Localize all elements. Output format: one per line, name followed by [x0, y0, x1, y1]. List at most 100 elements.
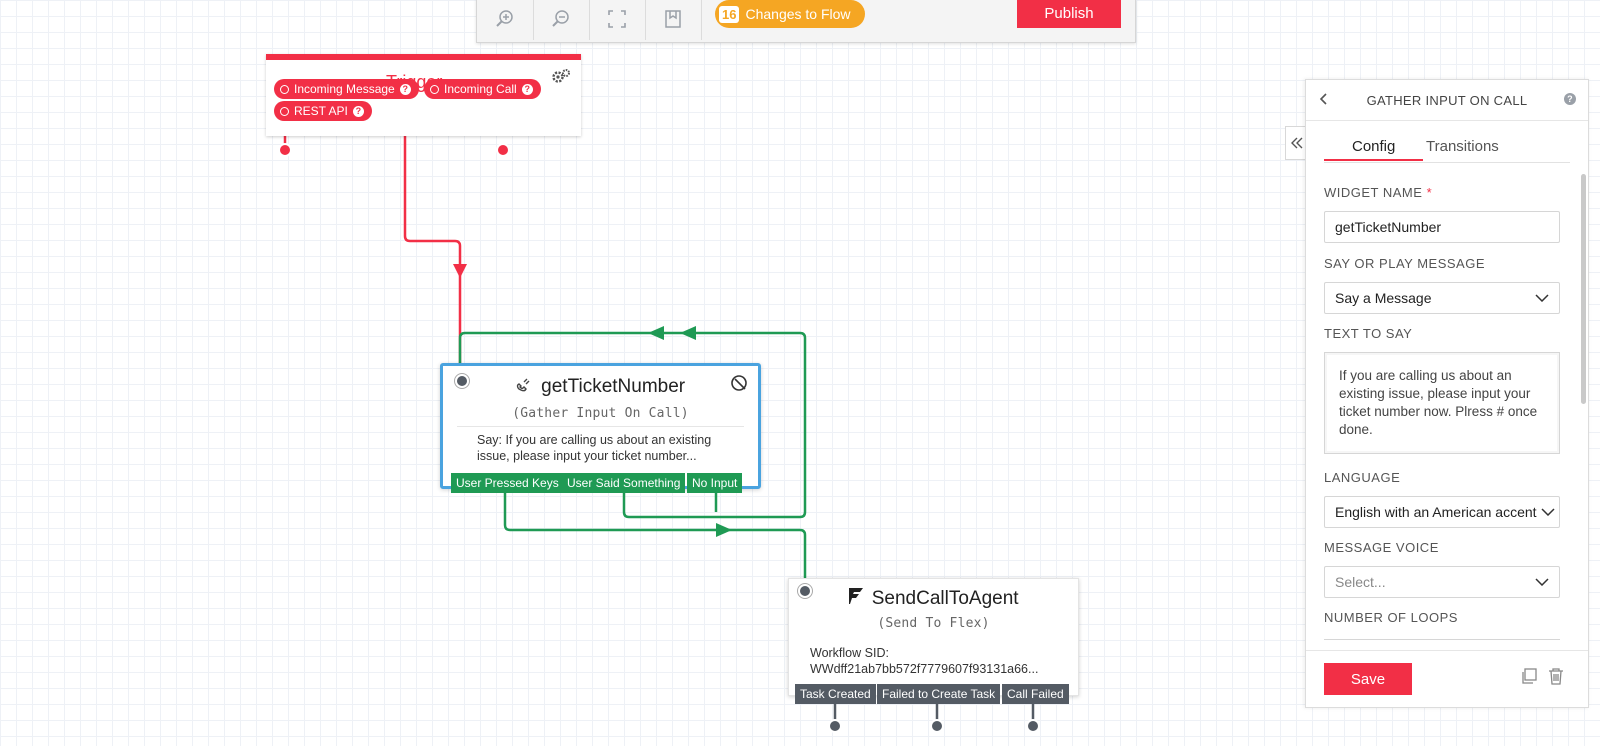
help-icon[interactable]: ? — [521, 83, 533, 95]
arrow-green-3 — [716, 523, 732, 537]
zoom-in-button[interactable] — [477, 0, 534, 40]
arrow-green-2 — [680, 326, 696, 340]
pill-incoming-call[interactable]: Incoming Call ? — [424, 79, 541, 99]
transition-call-failed[interactable]: Call Failed — [1002, 684, 1069, 704]
send-to-flex-widget[interactable]: SendCallToAgent (Send To Flex) Workflow … — [788, 578, 1079, 696]
double-chevron-left-icon — [1291, 137, 1303, 149]
delete-widget-icon[interactable] — [730, 374, 748, 397]
changes-count: 16 — [719, 5, 740, 23]
widget-body-line: Workflow SID: — [810, 646, 889, 660]
changes-to-flow-badge[interactable]: 16 Changes to Flow — [715, 0, 865, 28]
trash-icon[interactable] — [1548, 667, 1564, 690]
language-label: LANGUAGE — [1324, 470, 1401, 485]
message-voice-select[interactable]: Select... — [1324, 566, 1560, 598]
zoom-out-button[interactable] — [533, 0, 590, 40]
duplicate-icon[interactable] — [1520, 667, 1538, 690]
say-play-select[interactable]: Say a Message — [1324, 282, 1560, 314]
widget-input-dot[interactable] — [798, 584, 812, 598]
help-icon[interactable]: ? — [1564, 93, 1576, 105]
circle-icon — [280, 84, 289, 94]
widget-body-line: WWdff21ab7bb572f7779607f93131a66... — [810, 662, 1039, 676]
widget-name-label: WIDGET NAME * — [1324, 185, 1432, 200]
endpoint-task-created — [828, 719, 842, 733]
circle-icon — [280, 106, 289, 116]
save-button[interactable]: Save — [1324, 663, 1412, 695]
select-value: Say a Message — [1335, 290, 1432, 306]
pill-label: Incoming Message — [294, 82, 395, 96]
chevron-down-icon — [1535, 578, 1549, 586]
required-mark: * — [1426, 185, 1433, 200]
transition-task-created[interactable]: Task Created — [795, 684, 876, 704]
text-to-say-label: TEXT TO SAY — [1324, 326, 1413, 341]
changes-label: Changes to Flow — [745, 6, 851, 22]
text-to-say-textarea[interactable]: If you are calling us about an existing … — [1324, 352, 1560, 454]
language-select[interactable]: English with an American accent — [1324, 496, 1560, 528]
flex-logo-icon — [848, 587, 864, 611]
help-icon[interactable]: ? — [399, 83, 411, 95]
widget-subtitle: (Send To Flex) — [877, 616, 990, 631]
widget-body: Workflow SID: WWdff21ab7bb572f7779607f93… — [810, 645, 1038, 677]
label-text: WIDGET NAME — [1324, 185, 1423, 200]
endpoint-failed-task — [930, 719, 944, 733]
select-value: English with an American accent — [1335, 504, 1537, 520]
circle-icon — [430, 84, 439, 94]
widget-name-field[interactable]: getTicketNumber — [1324, 211, 1560, 243]
pill-incoming-message[interactable]: Incoming Message ? — [274, 79, 419, 99]
tab-transitions[interactable]: Transitions — [1426, 138, 1499, 155]
widget-title: getTicketNumber — [541, 376, 686, 398]
number-of-loops-label: NUMBER OF LOOPS — [1324, 610, 1458, 625]
help-icon[interactable]: ? — [352, 105, 364, 117]
message-voice-label: MESSAGE VOICE — [1324, 540, 1439, 555]
zoom-in-icon — [496, 10, 513, 27]
gather-input-widget[interactable]: getTicketNumber (Gather Input On Call) S… — [440, 363, 761, 489]
select-placeholder: Select... — [1335, 574, 1386, 590]
arrow-red — [453, 264, 467, 278]
endpoint-incoming-message — [278, 143, 292, 157]
connector-loop-said-something — [458, 331, 807, 519]
panel-scrollbar[interactable] — [1581, 174, 1586, 404]
widget-input-dot[interactable] — [455, 374, 469, 388]
tab-config[interactable]: Config — [1324, 138, 1424, 161]
fit-view-button[interactable] — [589, 0, 646, 40]
zoom-out-icon — [552, 10, 569, 27]
back-chevron-icon[interactable] — [1318, 92, 1328, 109]
loops-field-edge — [1324, 639, 1560, 640]
widget-divider — [457, 426, 744, 427]
chevron-down-icon — [1535, 294, 1549, 302]
collapse-panel-button[interactable] — [1285, 126, 1308, 160]
transition-failed-to-create-task[interactable]: Failed to Create Task — [877, 684, 1001, 704]
widget-title: SendCallToAgent — [871, 588, 1019, 610]
gear-icon[interactable] — [551, 68, 571, 89]
transition-user-said-something[interactable]: User Said Something — [562, 473, 686, 493]
phone-icon — [516, 376, 532, 398]
transition-no-input[interactable]: No Input — [687, 473, 743, 493]
flow-history-button[interactable] — [645, 0, 702, 40]
panel-header: GATHER INPUT ON CALL ? — [1306, 80, 1588, 121]
arrow-green-1 — [648, 326, 664, 340]
say-play-label: SAY OR PLAY MESSAGE — [1324, 256, 1485, 271]
canvas-toolbar: 16 Changes to Flow Publish — [476, 0, 1136, 43]
endpoint-rest-api — [496, 143, 510, 157]
connector-incoming-call — [403, 111, 462, 364]
pill-label: Incoming Call — [444, 82, 517, 96]
widget-body-line: Say: If you are calling us about an exis… — [477, 433, 712, 447]
widget-body: Say: If you are calling us about an exis… — [477, 432, 711, 464]
config-panel: GATHER INPUT ON CALL ? Config Transition… — [1305, 79, 1589, 708]
widget-subtitle: (Gather Input On Call) — [512, 406, 689, 421]
pill-rest-api[interactable]: REST API ? — [274, 101, 372, 121]
widget-title-row: SendCallToAgent — [789, 587, 1078, 611]
transition-user-pressed-keys[interactable]: User Pressed Keys — [451, 473, 564, 493]
widget-title-row: getTicketNumber — [443, 376, 758, 398]
panel-tabs: Config Transitions — [1324, 138, 1570, 163]
chevron-down-icon — [1541, 508, 1555, 516]
bookmark-icon — [665, 10, 681, 28]
panel-footer: Save — [1306, 650, 1588, 707]
widget-body-line: issue, please input your ticket number..… — [477, 449, 697, 463]
publish-button[interactable]: Publish — [1017, 0, 1121, 28]
pill-label: REST API — [294, 104, 348, 118]
connector-pressed-keys — [503, 492, 807, 580]
endpoint-call-failed — [1026, 719, 1040, 733]
panel-title: GATHER INPUT ON CALL — [1366, 92, 1528, 108]
fullscreen-icon — [608, 10, 626, 28]
